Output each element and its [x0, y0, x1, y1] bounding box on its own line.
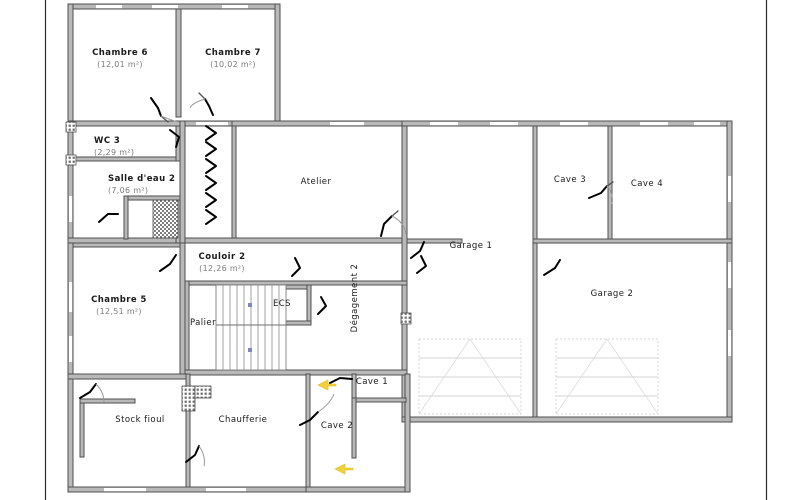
door-corridor-e	[205, 192, 217, 208]
door-couloir-right	[291, 257, 301, 277]
staircase	[215, 284, 287, 373]
room-label-chambre7: Chambre 7	[205, 48, 261, 58]
chimney-chaufferie-right	[194, 385, 212, 399]
door-ecs	[317, 296, 327, 315]
door-cave3-cave4	[588, 185, 608, 199]
room-label-ecs: ECS	[273, 299, 291, 309]
room-area-salledeau2: (7,06 m²)	[108, 186, 148, 195]
door-corridor-f	[205, 209, 217, 225]
arrow-marker-cave2-bottom	[334, 463, 354, 475]
room-label-chaufferie: Chaufferie	[219, 415, 268, 425]
image-frame	[44, 0, 768, 500]
vent-salle-deau	[65, 154, 77, 166]
room-label-atelier: Atelier	[301, 177, 332, 187]
markers	[317, 379, 354, 475]
door-wc3	[169, 129, 180, 148]
stair-marker-upper	[248, 303, 252, 307]
room-area-chambre6: (12,01 m²)	[97, 60, 143, 69]
room-label-wc3: WC 3	[94, 136, 120, 146]
door-garage1	[416, 255, 427, 274]
door-chambre6	[150, 97, 162, 117]
room-label-degagement2: Dégagement 2	[349, 264, 360, 333]
room-label-stockfioul: Stock fioul	[115, 415, 164, 425]
hatched-blocks	[65, 121, 412, 412]
door-stock-fioul	[79, 383, 97, 399]
door-chaufferie	[185, 445, 200, 463]
door-corridor-a	[205, 125, 217, 141]
garage-door-2	[555, 338, 659, 415]
door-swings	[95, 98, 613, 467]
room-label-chambre5: Chambre 5	[91, 295, 147, 305]
room-label-palier: Palier	[190, 318, 216, 328]
duct-salle-deau	[152, 199, 179, 239]
room-label-cave3: Cave 3	[554, 175, 586, 185]
door-chambre7	[204, 98, 214, 116]
room-label-cave2: Cave 2	[321, 421, 353, 431]
door-degagement-right	[410, 241, 425, 259]
vent-wc3	[65, 121, 77, 133]
stair-marker-lower	[248, 348, 252, 352]
room-area-couloir2: (12,26 m²)	[199, 264, 245, 273]
door-couloir-left	[159, 254, 177, 272]
door-atelier	[380, 215, 393, 237]
room-label-chambre6: Chambre 6	[92, 48, 148, 58]
room-area-chambre5: (12,51 m²)	[96, 307, 142, 316]
room-area-chambre7: (10,02 m²)	[210, 60, 256, 69]
room-labels: Chambre 6 (12,01 m²) Chambre 7 (10,02 m²) WC…	[91, 48, 663, 431]
garage-doors	[418, 338, 659, 415]
arrow-marker-cave2-top	[317, 379, 337, 391]
garage-door-1	[418, 338, 522, 415]
room-label-couloir2: Couloir 2	[199, 252, 246, 262]
door-salle-deau2	[98, 213, 119, 223]
door-garage2	[543, 259, 561, 276]
door-corridor-c	[205, 158, 217, 174]
room-label-cave1: Cave 1	[356, 377, 388, 387]
wall-openings	[69, 5, 732, 492]
door-corridor-b	[205, 141, 217, 157]
room-label-garage1: Garage 1	[450, 241, 493, 251]
room-label-cave4: Cave 4	[631, 179, 663, 189]
vent-degagement	[400, 312, 412, 325]
chimney-chaufferie-left	[181, 385, 196, 412]
room-area-wc3: (2,29 m²)	[94, 148, 134, 157]
doors	[79, 92, 614, 463]
room-label-salledeau2: Salle d'eau 2	[108, 174, 175, 184]
door-cave1	[329, 377, 353, 384]
door-corridor-d	[205, 175, 217, 191]
rotated-room-labels: Dégagement 2	[349, 264, 360, 333]
room-label-garage2: Garage 2	[591, 289, 634, 299]
door-cave2	[299, 411, 319, 426]
